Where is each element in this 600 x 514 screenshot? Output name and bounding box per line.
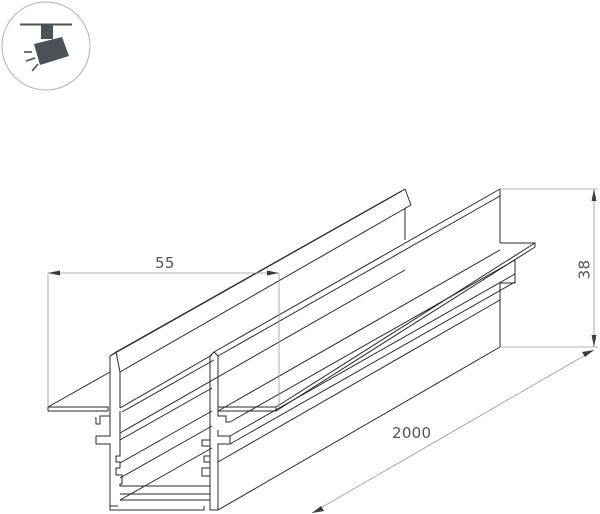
- dim-2000-line: [311, 349, 595, 514]
- width-dimension-label: 55: [155, 254, 175, 272]
- left-wall: [109, 351, 121, 411]
- length-dimension-label: 2000: [392, 424, 432, 442]
- left-flange: [47, 406, 109, 412]
- track-spotlight-icon: [1, 1, 91, 91]
- right-wall: [209, 351, 219, 510]
- right-flange: [218, 406, 277, 412]
- height-dimension-label: 38: [575, 259, 594, 280]
